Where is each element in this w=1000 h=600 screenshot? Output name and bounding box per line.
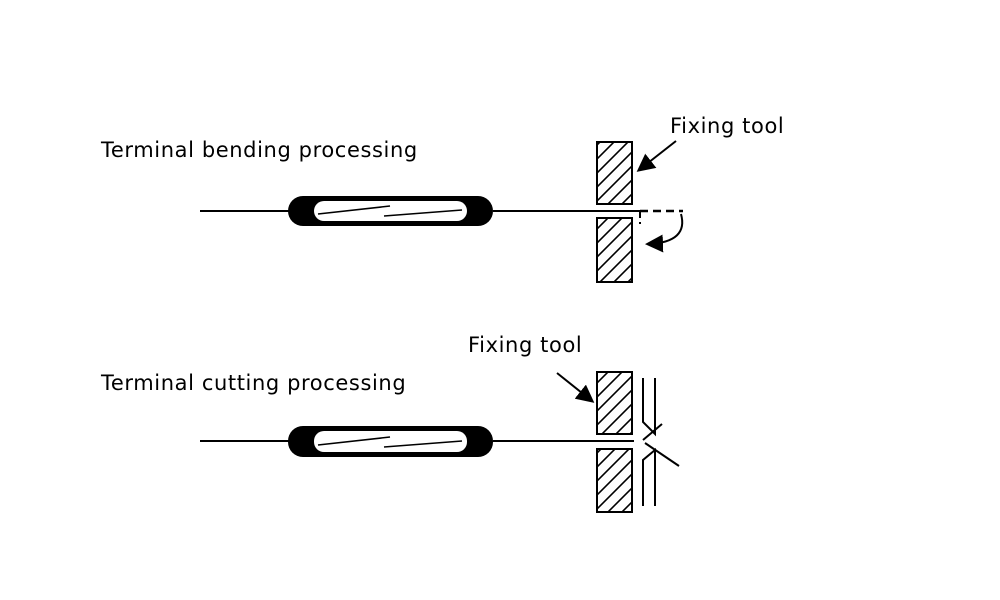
fixing-tool-label-top: Fixing tool bbox=[670, 114, 785, 138]
fixing-tool-label-bottom: Fixing tool bbox=[468, 333, 583, 357]
fixing-tool-upper-block-top bbox=[596, 141, 633, 205]
fixing-tool-pointer-top bbox=[636, 140, 677, 172]
bending-assembly bbox=[200, 140, 684, 283]
cutting-assembly bbox=[200, 371, 680, 513]
fixing-tool-lower-block-top bbox=[596, 217, 633, 283]
cutter-blade-upper bbox=[642, 378, 656, 437]
reed-contact-left-bottom bbox=[317, 436, 391, 446]
fixing-tool-upper-block-bottom bbox=[596, 371, 633, 435]
fixing-tool-lower-block-bottom bbox=[596, 448, 633, 513]
cutter-blade-upper-edge bbox=[642, 423, 663, 441]
cutter-blade-lower bbox=[642, 447, 656, 506]
reed-contact-right-top bbox=[383, 209, 463, 217]
reed-switch-glass-bottom bbox=[314, 431, 467, 452]
bending-title: Terminal bending processing bbox=[101, 138, 418, 162]
bend-direction-arrow bbox=[645, 213, 684, 253]
cutter-blade-lower-edge bbox=[644, 442, 680, 467]
reed-switch-glass-top bbox=[314, 201, 467, 221]
reed-contact-left-top bbox=[317, 205, 391, 215]
fixing-tool-pointer-bottom bbox=[556, 372, 595, 403]
reed-contact-right-bottom bbox=[383, 440, 463, 448]
cutting-title: Terminal cutting processing bbox=[101, 371, 407, 395]
